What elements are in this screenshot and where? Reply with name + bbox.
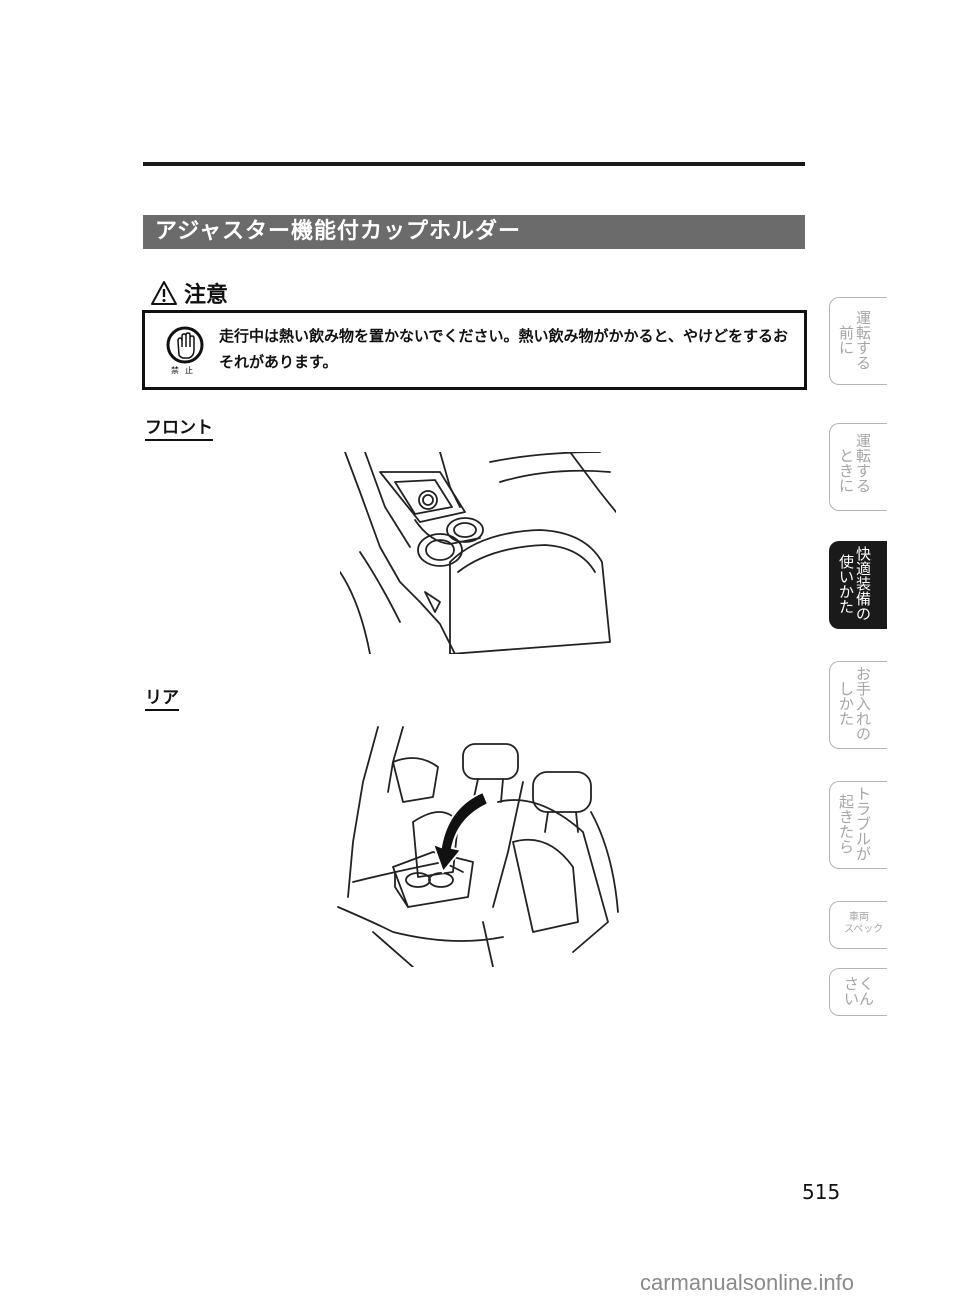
- section-title: アジャスター機能付カップホルダー: [143, 215, 805, 249]
- warning-triangle-icon: [151, 281, 177, 305]
- tab-before-driving[interactable]: 運 転 す る 前 に: [829, 297, 887, 385]
- caution-text: 走行中は熱い飲み物を置かないでください。熱い飲み物がかかると、やけどをするおそれ…: [219, 327, 788, 371]
- prohibit-label: 禁止: [171, 366, 199, 375]
- tab-maintenance[interactable]: お 手 入 れ の し か た: [829, 661, 887, 749]
- tab-index[interactable]: さく いん: [829, 968, 887, 1016]
- tab-vehicle-specs[interactable]: 車両 スペック: [829, 901, 887, 949]
- rear-heading: リア: [145, 688, 179, 711]
- rear-cupholder-illustration: [337, 726, 619, 967]
- tab-while-driving[interactable]: 運 転 す る と き に: [829, 423, 887, 511]
- tab-troubleshooting[interactable]: ト ラ ブ ル が 起 き た ら: [829, 781, 887, 869]
- tab-comfort-equipment[interactable]: 快 適 装 備 の 使 い か た: [829, 541, 887, 629]
- caution-label: 注意: [184, 283, 229, 308]
- caution-box: 禁止 走行中は熱い飲み物を置かないでください。熱い飲み物がかかると、やけどをする…: [142, 310, 807, 390]
- page-number: 515: [802, 1180, 841, 1204]
- front-cupholder-illustration: [340, 452, 616, 654]
- watermark: carmanualsonline.info: [640, 1270, 855, 1295]
- front-heading: フロント: [145, 418, 213, 441]
- caution-heading: 注意: [150, 278, 228, 308]
- prohibit-hand-icon: [166, 326, 204, 364]
- top-rule: [143, 162, 805, 166]
